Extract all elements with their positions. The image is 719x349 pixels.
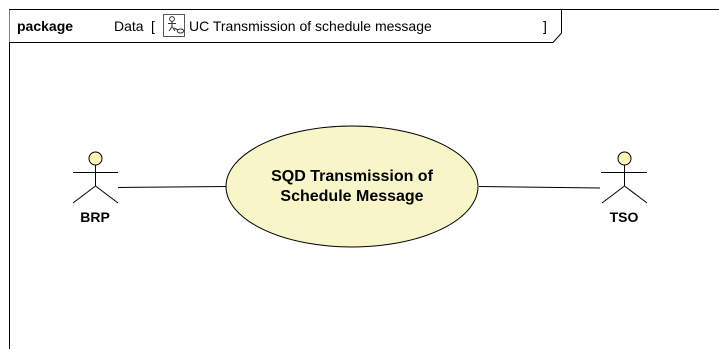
use-case-ellipse[interactable]: [225, 125, 479, 248]
actor-tso-head: [617, 151, 632, 166]
frame-header-tab: [9, 9, 562, 43]
frame-bracket-close: ]: [543, 18, 547, 34]
actor-tso[interactable]: TSO: [601, 151, 648, 225]
use-case-label-line2: Schedule Message: [280, 188, 423, 205]
association-tso-usecase: [478, 186, 601, 189]
actor-brp-head: [88, 151, 103, 166]
actor-brp-left-leg: [72, 185, 96, 204]
frame-bracket-open: [: [151, 18, 155, 34]
association-brp-usecase: [117, 186, 228, 188]
use-case-diagram-icon: [163, 14, 185, 37]
use-case-label-line1: SQD Transmission of: [271, 168, 433, 185]
frame-diagram-title: UC Transmission of schedule message: [189, 18, 432, 34]
actor-brp[interactable]: BRP: [72, 151, 119, 225]
frame-name: Data: [114, 18, 144, 34]
actor-tso-right-leg: [624, 185, 648, 204]
actor-brp-right-leg: [95, 185, 119, 204]
actor-tso-left-leg: [601, 185, 625, 204]
actor-tso-label: TSO: [610, 209, 639, 225]
actor-brp-label: BRP: [80, 209, 110, 225]
frame-keyword: package: [17, 18, 73, 34]
